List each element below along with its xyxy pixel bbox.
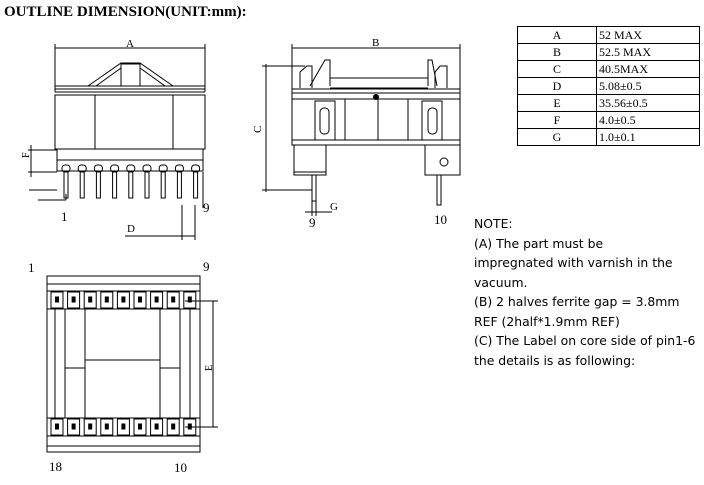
pin-pad bbox=[133, 418, 147, 436]
pin-label: 9 bbox=[203, 259, 210, 274]
pin-dot bbox=[187, 423, 192, 430]
pin-dot bbox=[121, 296, 126, 303]
dimension-value: 5.08±0.5 bbox=[596, 77, 700, 95]
pin-dot bbox=[154, 296, 159, 303]
pin-pad bbox=[166, 291, 180, 309]
note-line: (C) The Label on core side of pin1-6 bbox=[474, 333, 696, 348]
pin-dot bbox=[138, 423, 142, 430]
dim-label-d: D bbox=[127, 223, 135, 235]
pin-pad bbox=[100, 418, 114, 436]
pin-dot bbox=[88, 296, 93, 303]
note-line: impregnated with varnish in the bbox=[474, 255, 673, 270]
pin-lead bbox=[112, 171, 118, 199]
pin-collar bbox=[61, 164, 71, 173]
pin-lead bbox=[128, 171, 134, 199]
dim-label-g: G bbox=[330, 201, 338, 213]
pin-pad bbox=[50, 291, 64, 309]
pin-label: 1 bbox=[61, 209, 68, 224]
pin-collar bbox=[110, 164, 120, 173]
pin-pad bbox=[100, 291, 114, 309]
pin-dot bbox=[121, 423, 126, 430]
pin-lead bbox=[95, 171, 101, 199]
pin-dot bbox=[171, 423, 176, 430]
pin-lead bbox=[79, 171, 85, 199]
pin-pad bbox=[83, 418, 97, 436]
note-line: (A) The part must be bbox=[474, 235, 604, 251]
note-line: vacuum. bbox=[474, 274, 528, 290]
pin-lead bbox=[144, 171, 150, 199]
pin-dot bbox=[171, 296, 176, 303]
pin-dot bbox=[138, 296, 142, 303]
pin-collar bbox=[142, 164, 152, 173]
notes-block: NOTE: (A) The part must be impregnated w… bbox=[474, 214, 702, 370]
pin-collar bbox=[93, 164, 103, 173]
pin-dot bbox=[55, 423, 59, 430]
pin-dot bbox=[88, 423, 93, 430]
pin-pad bbox=[183, 291, 197, 309]
dim-label-e: E bbox=[204, 365, 215, 371]
pin-dot bbox=[187, 296, 192, 303]
pin-label: 10 bbox=[434, 212, 447, 227]
pin-collar bbox=[126, 164, 136, 173]
pin-pad bbox=[166, 418, 180, 436]
pin-pad bbox=[67, 418, 81, 436]
pin-dot bbox=[104, 423, 109, 430]
pin-pad bbox=[50, 418, 64, 436]
dim-label-f: F bbox=[21, 152, 32, 158]
pin-label: 1 bbox=[28, 260, 35, 275]
pin-lead bbox=[160, 171, 166, 199]
notes-heading: NOTE: bbox=[474, 216, 513, 231]
pin-pad bbox=[67, 291, 81, 309]
pin-pad bbox=[116, 418, 130, 436]
pin-collar bbox=[174, 164, 184, 173]
dim-label-c: C bbox=[252, 126, 264, 133]
pin-label: 10 bbox=[174, 460, 187, 475]
pin-label: 9 bbox=[203, 200, 210, 215]
pin-collar bbox=[191, 164, 201, 173]
pin-pad bbox=[83, 291, 97, 309]
pin-pad bbox=[150, 291, 164, 309]
pin-label: 9 bbox=[309, 215, 316, 230]
dim-label-b: B bbox=[372, 37, 379, 49]
dimension-key: G bbox=[517, 128, 597, 146]
pin-dot bbox=[55, 296, 59, 303]
pin-pad bbox=[183, 418, 197, 436]
pin-dot bbox=[71, 296, 76, 303]
pin-lead bbox=[176, 171, 182, 199]
bottom-view bbox=[46, 275, 218, 453]
pin-dot bbox=[154, 423, 159, 430]
pin-pad bbox=[116, 291, 130, 309]
page-title: OUTLINE DIMENSION(UNIT:mm): bbox=[4, 4, 247, 20]
pin-collar bbox=[158, 164, 168, 173]
pin-pad bbox=[150, 418, 164, 436]
note-line: (B) 2 halves ferrite gap = 3.8mm bbox=[474, 294, 680, 309]
note-line: REF (2half*1.9mm REF) bbox=[474, 313, 620, 329]
dimension-value: 1.0±0.1 bbox=[596, 128, 700, 146]
pin-dot bbox=[71, 423, 76, 430]
dimension-value: 52 MAX bbox=[596, 26, 700, 44]
note-line: the details is as following: bbox=[474, 352, 636, 368]
pin-lead bbox=[193, 171, 199, 199]
pin-dot bbox=[104, 296, 109, 303]
pin-pad bbox=[133, 291, 147, 309]
pin-label: 18 bbox=[49, 459, 62, 474]
dim-label-a: A bbox=[126, 38, 134, 50]
pin-collar bbox=[77, 164, 87, 173]
side-view bbox=[262, 44, 461, 216]
front-view bbox=[28, 44, 206, 240]
